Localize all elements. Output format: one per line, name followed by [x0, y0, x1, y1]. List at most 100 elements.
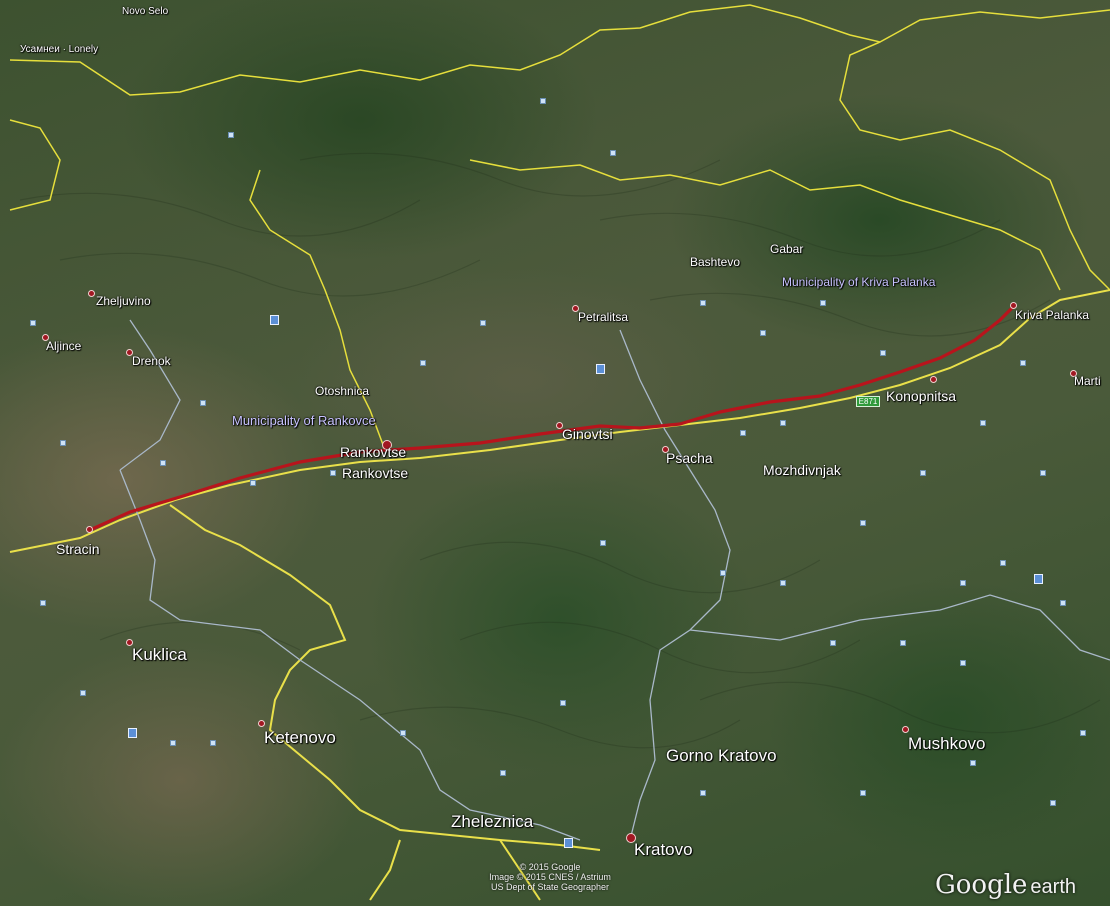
poi-info-icon[interactable]	[270, 315, 279, 325]
town-pin-psacha[interactable]	[662, 446, 669, 453]
poi-marker[interactable]	[250, 480, 256, 486]
town-pin-ketenovo[interactable]	[258, 720, 265, 727]
poi-info-icon[interactable]	[596, 364, 605, 374]
place-label-konopnitsa: Konopnitsa	[886, 388, 957, 404]
poi-marker[interactable]	[1020, 360, 1026, 366]
place-label-gorno-kratovo: Gorno Kratovo	[666, 746, 777, 765]
place-label-drenok: Drenok	[132, 354, 171, 368]
poi-marker[interactable]	[860, 520, 866, 526]
poi-marker[interactable]	[780, 420, 786, 426]
place-label-kratovo: Kratovo	[634, 840, 693, 859]
town-pin-drenok[interactable]	[126, 349, 133, 356]
poi-marker[interactable]	[60, 440, 66, 446]
poi-marker[interactable]	[700, 300, 706, 306]
place-label-stracin: Stracin	[56, 541, 100, 557]
place-label-rankovtse-upper: Rankovtse	[340, 444, 407, 460]
place-label-ginovtsi: Ginovtsi	[562, 426, 613, 442]
poi-info-icon[interactable]	[128, 728, 137, 738]
town-pin-stracin[interactable]	[86, 526, 93, 533]
highlighted-route	[89, 303, 1017, 532]
poi-marker[interactable]	[1060, 600, 1066, 606]
poi-marker[interactable]	[80, 690, 86, 696]
poi-marker[interactable]	[980, 420, 986, 426]
poi-marker[interactable]	[200, 400, 206, 406]
place-label-usamnei-lonely: Усамнеи · Lonely	[20, 44, 99, 55]
place-label-bashtevo: Bashtevo	[690, 255, 741, 269]
poi-marker[interactable]	[960, 660, 966, 666]
rail-lines	[119, 319, 1110, 841]
place-label-petralitsa: Petralitsa	[578, 310, 629, 324]
poi-marker[interactable]	[500, 770, 506, 776]
town-pin-mushkovo[interactable]	[902, 726, 909, 733]
town-pin-aljince[interactable]	[42, 334, 49, 341]
place-label-kriva-palanka: Kriva Palanka	[1015, 308, 1090, 322]
place-label-aljince: Aljince	[46, 339, 82, 353]
place-label-ketenovo: Ketenovo	[264, 728, 336, 747]
admin-borders	[9, 4, 1110, 451]
place-label-kuklica: Kuklica	[132, 645, 187, 664]
town-pin-rankovtse[interactable]	[382, 440, 392, 450]
poi-marker[interactable]	[610, 150, 616, 156]
poi-marker[interactable]	[1000, 560, 1006, 566]
roads	[9, 289, 1110, 901]
poi-marker[interactable]	[30, 320, 36, 326]
attribution-line-2: Image © 2015 CNES / Astrium	[489, 872, 611, 882]
poi-marker[interactable]	[40, 600, 46, 606]
poi-marker[interactable]	[420, 360, 426, 366]
municipality-label-rankovce: Municipality of Rankovce	[232, 413, 376, 428]
poi-marker[interactable]	[700, 790, 706, 796]
place-label-marti: Marti	[1074, 374, 1101, 388]
poi-marker[interactable]	[1040, 470, 1046, 476]
poi-marker[interactable]	[760, 330, 766, 336]
town-pin-zheljuvino[interactable]	[88, 290, 95, 297]
place-label-zheleznica: Zheleznica	[451, 812, 534, 831]
poi-marker[interactable]	[860, 790, 866, 796]
road-shield: E871	[856, 396, 880, 407]
place-label-zheljuvino: Zheljuvino	[96, 294, 151, 308]
poi-marker[interactable]	[480, 320, 486, 326]
town-pin-kriva-palanka[interactable]	[1010, 302, 1017, 309]
poi-marker[interactable]	[170, 740, 176, 746]
poi-marker[interactable]	[720, 570, 726, 576]
town-pin-marti[interactable]	[1070, 370, 1077, 377]
poi-marker[interactable]	[600, 540, 606, 546]
poi-marker[interactable]	[740, 430, 746, 436]
poi-info-icon[interactable]	[1034, 574, 1043, 584]
town-pin-kratovo[interactable]	[626, 833, 636, 843]
poi-marker[interactable]	[920, 470, 926, 476]
poi-marker[interactable]	[1080, 730, 1086, 736]
poi-marker[interactable]	[960, 580, 966, 586]
town-pin-kuklica[interactable]	[126, 639, 133, 646]
place-label-mushkovo: Mushkovo	[908, 734, 986, 753]
place-label-mozhdivnjak: Mozhdivnjak	[763, 462, 841, 478]
poi-marker[interactable]	[560, 700, 566, 706]
poi-marker[interactable]	[160, 460, 166, 466]
poi-marker[interactable]	[880, 350, 886, 356]
poi-marker[interactable]	[540, 98, 546, 104]
poi-marker[interactable]	[228, 132, 234, 138]
logo-earth-text: earth	[1030, 876, 1077, 898]
town-pin-petralitsa[interactable]	[572, 305, 579, 312]
place-label-rankovtse-lower: Rankovtse	[342, 465, 409, 481]
imagery-attribution: © 2015 Google Image © 2015 CNES / Astriu…	[400, 862, 700, 892]
poi-marker[interactable]	[400, 730, 406, 736]
place-label-otoshnica: Otoshnica	[315, 384, 370, 398]
place-label-psacha: Psacha	[666, 450, 713, 466]
logo-google-text: Google	[935, 870, 1028, 900]
poi-marker[interactable]	[330, 470, 336, 476]
poi-marker[interactable]	[820, 300, 826, 306]
attribution-line-1: © 2015 Google	[519, 862, 581, 872]
poi-marker[interactable]	[900, 640, 906, 646]
poi-marker[interactable]	[970, 760, 976, 766]
town-pin-konopnitsa[interactable]	[930, 376, 937, 383]
poi-marker[interactable]	[780, 580, 786, 586]
poi-marker[interactable]	[210, 740, 216, 746]
poi-info-icon[interactable]	[564, 838, 573, 848]
town-pin-ginovtsi[interactable]	[556, 422, 563, 429]
poi-marker[interactable]	[830, 640, 836, 646]
poi-marker[interactable]	[1050, 800, 1056, 806]
municipality-label-kriva-palanka: Municipality of Kriva Palanka	[782, 275, 936, 289]
